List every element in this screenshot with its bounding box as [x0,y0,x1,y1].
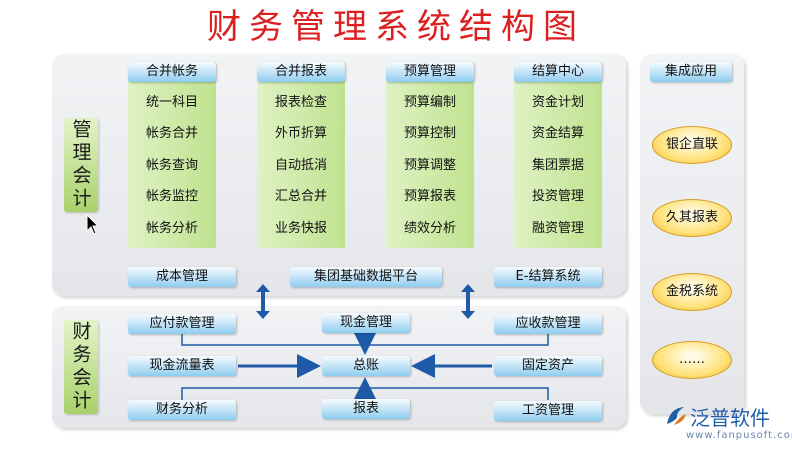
module-item[interactable]: 帐务查询 [145,158,198,173]
brand-logo: 泛普软件 www.fanpusoft.com [664,402,792,446]
column-consolidated-reports [257,62,345,248]
module-item[interactable]: 融资管理 [531,221,584,236]
module-item[interactable]: 集团票据 [531,158,584,173]
cashflow-box[interactable]: 现金流量表 [128,356,236,376]
module-item[interactable]: 绩效分析 [403,221,456,236]
brand-name: 泛普软件 [690,406,770,430]
module-item[interactable]: 帐务合并 [145,126,198,141]
column-budget-management [386,62,474,248]
more-items[interactable]: …… [652,341,732,379]
module-item[interactable]: 预算控制 [403,126,456,141]
column-header[interactable]: 合并报表 [257,62,345,82]
column-header[interactable]: 结算中心 [514,62,602,82]
reports-box[interactable]: 报表 [322,399,410,419]
payables-box[interactable]: 应付款管理 [128,314,236,334]
mouse-cursor-icon [86,214,100,235]
general-ledger-box[interactable]: 总账 [322,356,410,376]
golden-tax-system[interactable]: 金税系统 [652,273,732,311]
module-item[interactable]: 帐务监控 [145,189,198,204]
financial-analysis-box[interactable]: 财务分析 [128,400,236,420]
e-settlement-box[interactable]: E-结算系统 [494,267,602,287]
cash-management-box[interactable]: 现金管理 [322,313,410,333]
cost-management-box[interactable]: 成本管理 [128,267,236,287]
financial-accounting-label: 财务会计 [64,320,98,414]
module-item[interactable]: 预算调整 [403,158,456,173]
module-item[interactable]: 预算报表 [403,189,456,204]
column-header[interactable]: 预算管理 [386,62,474,82]
payroll-box[interactable]: 工资管理 [494,401,602,421]
column-header[interactable]: 合并帐务 [128,62,216,82]
data-platform-box[interactable]: 集团基础数据平台 [290,267,442,287]
integration-header[interactable]: 集成应用 [650,62,732,82]
module-item[interactable]: 资金计划 [531,95,584,110]
module-item[interactable]: 报表检查 [274,95,327,110]
module-item[interactable]: 外币折算 [274,126,327,141]
fixed-assets-box[interactable]: 固定资产 [494,356,602,376]
management-accounting-label: 管理会计 [64,118,98,212]
module-item[interactable]: 投资管理 [531,189,584,204]
brand-url: www.fanpusoft.com [686,430,792,441]
column-settlement-center [514,62,602,248]
module-item[interactable]: 自动抵消 [274,158,327,173]
module-item[interactable]: 预算编制 [403,95,456,110]
jiuqi-reports[interactable]: 久其报表 [652,199,732,237]
module-item[interactable]: 资金结算 [531,126,584,141]
column-consolidated-accounts [128,62,216,248]
brand-mark-icon [667,407,686,425]
module-item[interactable]: 统一科目 [145,95,198,110]
module-item[interactable]: 帐务分析 [145,221,198,236]
module-item[interactable]: 业务快报 [274,221,327,236]
receivables-box[interactable]: 应收款管理 [494,314,602,334]
diagram-title: 财务管理系统结构图 [207,7,585,47]
bank-direct-link[interactable]: 银企直联 [652,126,732,164]
module-item[interactable]: 汇总合并 [274,189,327,204]
